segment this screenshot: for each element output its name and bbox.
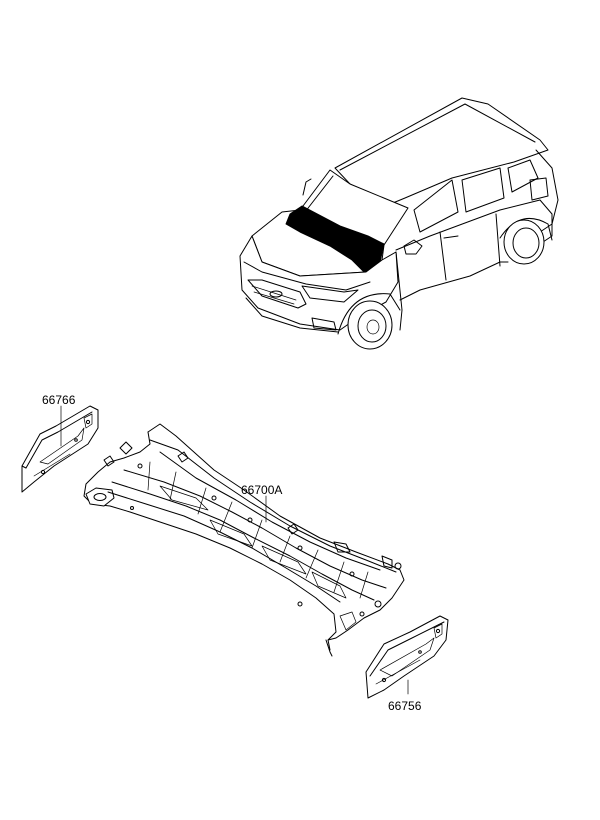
leader-lines xyxy=(60,405,409,695)
part-label-66756: 66756 xyxy=(388,699,422,713)
cowl-panel-assembly xyxy=(83,423,405,657)
part-label-66766: 66766 xyxy=(42,393,76,407)
cowl-side-bracket-left xyxy=(21,405,99,493)
cowl-side-bracket-right xyxy=(365,615,449,699)
vehicle-illustration xyxy=(239,97,559,350)
part-label-66700A: 66700A xyxy=(241,483,282,497)
